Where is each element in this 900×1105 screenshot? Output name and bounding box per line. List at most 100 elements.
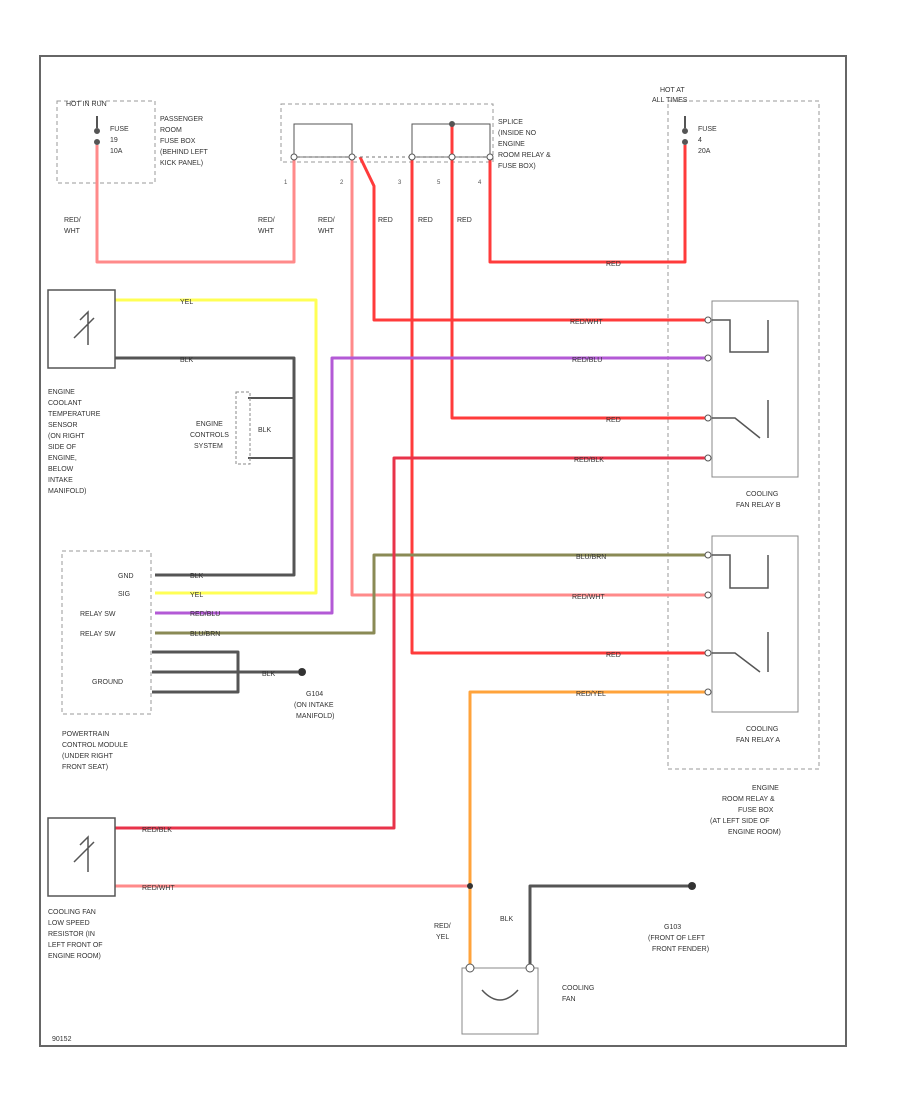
wire-yellow-ect [115,298,318,595]
label-text: COOLANT [48,400,83,407]
ect-sensor-symbol [73,310,95,345]
wire-purple-relay-b [155,356,708,615]
wire-label-blk-ecs: BLK [258,427,272,434]
wire-label-red2: RED [418,217,433,224]
resistor-label: COOLING FAN LOW SPEED RESISTOR (IN LEFT … [48,909,103,960]
label-text: FRONT FENDER) [652,946,709,953]
wire-label-rw1b: WHT [64,228,81,235]
label-text: MANIFOLD) [48,488,87,495]
wire-red-yellow-fan [468,690,708,968]
hot-at-all-times-label: HOT AT ALL TIMES [652,87,688,104]
wire-label-rw-h1: RED/WHT [570,319,603,326]
label-text: RELAY SW [80,631,116,638]
wire-blue-brown-relay-a [155,553,708,635]
wire-label-pcm-rblu: RED/BLU [190,611,220,618]
g103-label: G103 (FRONT OF LEFT FRONT FENDER) [648,924,709,953]
label-text: 10A [110,148,123,155]
label-text: LOW SPEED [48,920,90,927]
label-text: FAN RELAY A [736,737,780,744]
label-text: ENGINE ROOM) [48,953,101,960]
label-text: G104 [306,691,323,698]
label-text: 4 [478,180,482,186]
wire-label-red-h: RED [606,417,621,424]
label-text: ENGINE [498,141,525,148]
splice-pins [290,153,494,161]
label-text: POWERTRAIN [62,731,109,738]
label-text: FAN RELAY B [736,502,781,509]
wire-label-blk-g104: BLK [262,671,276,678]
engine-box-label: ENGINE ROOM RELAY & FUSE BOX (AT LEFT SI… [710,785,781,836]
wire-label-red1: RED [378,217,393,224]
labels: HOT IN RUN FUSE 19 10A PASSENGER ROOM FU… [48,87,781,1043]
relay-a-label: COOLING FAN RELAY A [736,726,780,744]
label-text: SIDE OF [48,444,76,451]
splice-label: SPLICE (INSIDE NO ENGINE ROOM RELAY & FU… [498,119,551,170]
label-text: COOLING [562,985,594,992]
label-text: FAN [562,996,576,1003]
wire-label-pcm-blk: BLK [190,573,204,580]
wire-label-rblk-h: RED/BLK [574,457,604,464]
wire-label-red3: RED [457,217,472,224]
cooling-fan-motor [481,989,519,1001]
label-text: ALL TIMES [652,97,688,104]
label-text: KICK PANEL) [160,160,203,167]
label-text: 1 [284,180,288,186]
wire-black-ecs [248,397,294,459]
label-text: ROOM RELAY & [498,152,551,159]
wire-black-pcm-ground [152,650,298,694]
splice-node [449,121,455,127]
wire-red-relay-b-switch [450,124,708,420]
engine-controls-label: ENGINE CONTROLS SYSTEM [190,421,229,450]
resistor-symbol [73,835,95,872]
label-text: ROOM RELAY & [722,796,775,803]
wire-label-blk: BLK [180,357,194,364]
label-text: LEFT FRONT OF [48,942,103,949]
label-text: RELAY SW [80,611,116,618]
ect-sensor-body [47,289,116,369]
splice-pin-numbers: 1 2 3 4 5 [284,180,482,186]
label-text: 5 [437,180,441,186]
wire-label-pcm-yel: YEL [190,592,203,599]
label-text: FUSE [698,126,717,133]
fuse-19-text: FUSE 19 10A [110,126,129,155]
relay-pins [704,316,712,696]
label-text: FUSE BOX [738,807,774,814]
splice-bus-left [293,123,353,158]
wire-label-yel: YEL [180,299,193,306]
label-text: (INSIDE NO [498,130,537,137]
label-text: INTAKE [48,477,73,484]
wire-red-relay-a [410,157,708,655]
g104-label: G104 (ON INTAKE MANIFOLD) [294,691,335,720]
wire-label-blk-fan: BLK [500,916,514,923]
wire-label-blubrn-h: BLU/BRN [576,554,606,561]
wire-label-rblu-h: RED/BLU [572,357,602,364]
relay-b-symbol [712,319,769,439]
wire-label-pcm-blubrn: BLU/BRN [190,631,220,638]
label-text: PASSENGER [160,116,203,123]
wire-label-rw2b: WHT [258,228,275,235]
fan-pin-left [465,963,475,973]
g103-ground [688,882,696,890]
passenger-fuse-box-outline [56,100,156,184]
label-text: G103 [664,924,681,931]
fuse-4-text: FUSE 4 20A [698,126,717,155]
label-text: (FRONT OF LEFT [648,935,706,942]
label-text: SPLICE [498,119,523,126]
pcm-label: POWERTRAIN CONTROL MODULE (UNDER RIGHT F… [62,731,128,771]
label-text: TEMPERATURE [48,411,101,418]
label-text: ENGINE ROOM) [728,829,781,836]
wire-red-fuse4 [488,145,687,264]
label-text: (ON INTAKE [294,702,334,709]
wire-label-ryel-v1: RED/ [434,923,451,930]
label-text: (BEHIND LEFT [160,149,209,156]
label-text: (ON RIGHT [48,433,85,440]
label-text: SYSTEM [194,443,223,450]
pcm-pin-labels: GND SIG RELAY SW RELAY SW GROUND [80,573,134,686]
label-text: CONTROL MODULE [62,742,128,749]
label-text: SENSOR [48,422,78,429]
fuse-19 [94,116,100,145]
label-text: 4 [698,137,702,144]
cooling-fan-label: COOLING FAN [562,985,594,1003]
wire-red-black-resistor [115,456,708,830]
label-text: FUSE BOX [160,138,196,145]
